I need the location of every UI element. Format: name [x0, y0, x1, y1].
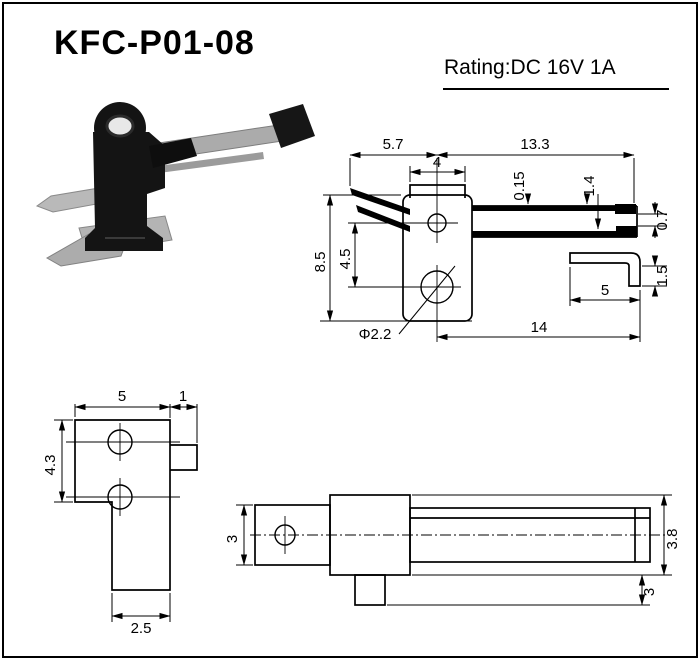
page-title: KFC-P01-08	[54, 24, 255, 62]
dim-label-5-7: 5.7	[383, 136, 404, 153]
photo-lever-tip	[269, 104, 315, 148]
dim-label-0-7: 0.7	[654, 210, 671, 231]
dim-label-2-5: 2.5	[131, 620, 152, 637]
top-part-outline	[254, 494, 651, 606]
dim-label-1: 1	[179, 388, 187, 405]
dim-label-4-5: 4.5	[337, 249, 354, 270]
front-centerlines	[66, 423, 180, 516]
top-centerlines	[250, 516, 665, 554]
side-dimension-labels: 5.7 13.3 4 8.5 4.5 0.15 1.4 0.7 1.5 5 14…	[312, 136, 671, 343]
dim-label-3-left: 3	[224, 535, 241, 543]
dim-label-1-4: 1.4	[581, 176, 598, 197]
dim-label-8-5: 8.5	[312, 252, 329, 273]
top-hole	[274, 524, 296, 546]
dim-label-5: 5	[118, 388, 126, 405]
dim-label-3-peg: 3	[641, 588, 658, 596]
front-part-outline	[74, 419, 198, 591]
side-part-outline	[402, 184, 641, 322]
dim-label-0-15: 0.15	[511, 171, 528, 200]
rating-underline	[443, 88, 669, 90]
top-dimension-labels: 3 3.8 3	[224, 529, 681, 597]
rating-text: Rating:DC 16V 1A	[444, 56, 616, 79]
side-dimension-lines	[320, 151, 667, 342]
photo-plastic-body	[85, 102, 315, 251]
front-dimension-lines	[54, 403, 198, 622]
dim-label-3-8: 3.8	[664, 529, 681, 550]
dim-label-13-3: 13.3	[520, 136, 549, 153]
dim-label-dia-2-2: Φ2.2	[359, 326, 392, 343]
top-view-drawing: 3 3.8 3	[224, 494, 681, 606]
side-contact-strips	[350, 188, 637, 237]
front-dimension-labels: 5 1 4.3 2.5	[42, 388, 187, 637]
dim-label-5: 5	[601, 282, 609, 299]
front-view-drawing: 5 1 4.3 2.5	[42, 388, 198, 637]
dim-label-4-3: 4.3	[42, 455, 59, 476]
side-view-drawing: 5.7 13.3 4 8.5 4.5 0.15 1.4 0.7 1.5 5 14…	[312, 136, 671, 343]
component-photo	[35, 102, 315, 267]
dim-label-4: 4	[433, 154, 441, 171]
dim-label-1-5: 1.5	[654, 266, 671, 287]
top-dimension-lines	[236, 494, 672, 606]
dim-label-14: 14	[531, 319, 548, 336]
